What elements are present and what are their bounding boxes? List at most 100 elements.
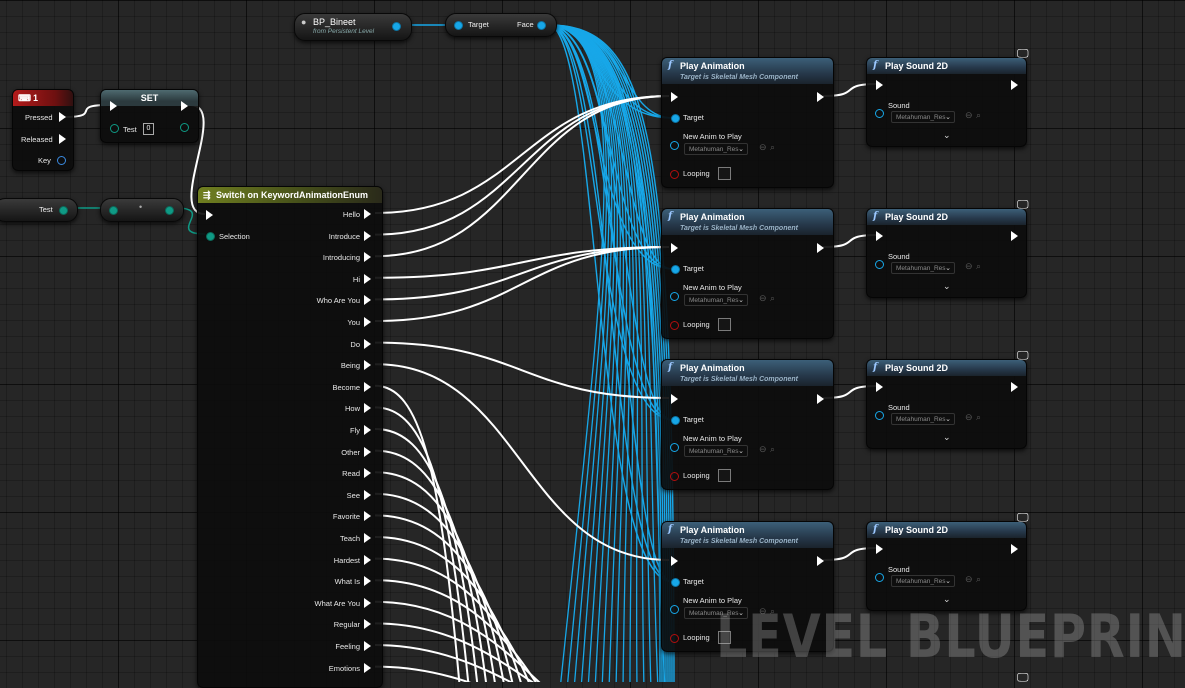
switch-output-exec-pin[interactable]: [364, 446, 371, 457]
set-exec-in-pin[interactable]: [110, 101, 117, 111]
looping-pin[interactable]: [670, 634, 679, 643]
use-asset-icon[interactable]: ⊖: [759, 293, 767, 303]
use-asset-icon[interactable]: ⊖: [759, 444, 767, 454]
play-animation-target-pin[interactable]: [671, 114, 680, 123]
switch-output-exec-pin[interactable]: [364, 403, 371, 414]
keyboard-event-node[interactable]: ⌨ 1 Pressed Released Key: [12, 89, 74, 171]
browse-asset-icon[interactable]: ⌕: [770, 293, 776, 303]
test-getter-output-pin[interactable]: [59, 206, 68, 215]
switch-exec-in-pin[interactable]: [206, 210, 213, 220]
browse-asset-icon[interactable]: ⌕: [976, 574, 982, 584]
play-animation-exec-out[interactable]: [817, 92, 824, 102]
bp-bineet-output-pin[interactable]: [392, 22, 401, 31]
pressed-exec-pin[interactable]: [59, 112, 66, 122]
looping-checkbox[interactable]: [718, 469, 731, 482]
play-animation-exec-in[interactable]: [671, 394, 678, 404]
play-sound-exec-out[interactable]: [1011, 80, 1018, 90]
browse-asset-icon[interactable]: ⌕: [976, 412, 982, 422]
play-animation-anim-pin[interactable]: [670, 443, 679, 452]
switch-output-exec-pin[interactable]: [364, 425, 371, 435]
sound-pin[interactable]: [875, 573, 884, 582]
looping-pin[interactable]: [670, 321, 679, 330]
switch-output-exec-pin[interactable]: [364, 489, 371, 500]
use-asset-icon[interactable]: ⊖: [965, 261, 973, 271]
play-sound-exec-out[interactable]: [1011, 544, 1018, 554]
anim-asset-dropdown[interactable]: Metahuman_Res ⌄: [684, 607, 748, 619]
switch-output-exec-pin[interactable]: [364, 511, 371, 522]
switch-on-enum-node[interactable]: ⇶ Switch on KeywordAnimationEnum Selecti…: [197, 186, 383, 688]
expand-chevron-icon[interactable]: ⌄: [943, 432, 951, 442]
sound-asset-dropdown[interactable]: Metahuman_Res ⌄: [891, 262, 955, 274]
play-animation-exec-out[interactable]: [817, 394, 824, 404]
play-animation-exec-out[interactable]: [817, 243, 824, 253]
byte-to-enum-node[interactable]: •: [100, 198, 184, 222]
use-asset-icon[interactable]: ⊖: [965, 110, 973, 120]
set-test-node[interactable]: SET Test 0: [100, 89, 199, 143]
key-pin[interactable]: [57, 156, 66, 165]
bp-bineet-node[interactable]: ● BP_Bineet from Persistent Level: [294, 13, 412, 41]
play-animation-anim-pin[interactable]: [670, 141, 679, 150]
use-asset-icon[interactable]: ⊖: [965, 574, 973, 584]
play-animation-target-pin[interactable]: [671, 416, 680, 425]
browse-asset-icon[interactable]: ⌕: [770, 606, 776, 616]
looping-pin[interactable]: [670, 170, 679, 179]
play-animation-anim-pin[interactable]: [670, 292, 679, 301]
get-face-node[interactable]: Target Face: [445, 13, 557, 37]
switch-output-exec-pin[interactable]: [364, 252, 371, 263]
set-exec-out-pin[interactable]: [181, 101, 188, 111]
switch-output-exec-pin[interactable]: [364, 641, 371, 651]
switch-output-exec-pin[interactable]: [364, 662, 371, 673]
play-sound-exec-in[interactable]: [876, 231, 883, 241]
switch-output-exec-pin[interactable]: [364, 295, 371, 306]
switch-output-exec-pin[interactable]: [364, 273, 371, 284]
expand-chevron-icon[interactable]: ⌄: [943, 130, 951, 140]
browse-asset-icon[interactable]: ⌕: [976, 261, 982, 271]
play-animation-exec-in[interactable]: [671, 92, 678, 102]
switch-output-exec-pin[interactable]: [364, 533, 371, 543]
play-animation-node[interactable]: f Play Animation Target is Skeletal Mesh…: [661, 57, 834, 188]
play-sound-exec-in[interactable]: [876, 80, 883, 90]
sound-asset-dropdown[interactable]: Metahuman_Res ⌄: [891, 413, 955, 425]
switch-output-exec-pin[interactable]: [364, 597, 371, 608]
switch-output-exec-pin[interactable]: [364, 360, 371, 371]
browse-asset-icon[interactable]: ⌕: [770, 142, 776, 152]
sound-pin[interactable]: [875, 260, 884, 269]
play-sound-exec-in[interactable]: [876, 544, 883, 554]
play-sound-2d-node[interactable]: f Play Sound 2D Sound Metahuman_Res ⌄ ⊖ …: [866, 57, 1027, 147]
looping-pin[interactable]: [670, 472, 679, 481]
set-test-in-pin[interactable]: [110, 124, 119, 133]
play-animation-exec-out[interactable]: [817, 556, 824, 566]
play-animation-exec-in[interactable]: [671, 243, 678, 253]
play-animation-node[interactable]: f Play Animation Target is Skeletal Mesh…: [661, 359, 834, 490]
get-face-target-pin[interactable]: [454, 21, 463, 30]
sound-pin[interactable]: [875, 109, 884, 118]
set-test-value[interactable]: 0: [143, 123, 154, 135]
play-animation-target-pin[interactable]: [671, 265, 680, 274]
play-sound-exec-out[interactable]: [1011, 382, 1018, 392]
looping-checkbox[interactable]: [718, 167, 731, 180]
switch-output-exec-pin[interactable]: [364, 230, 371, 241]
play-animation-exec-in[interactable]: [671, 556, 678, 566]
get-face-output-pin[interactable]: [537, 21, 546, 30]
browse-asset-icon[interactable]: ⌕: [770, 444, 776, 454]
play-animation-node[interactable]: f Play Animation Target is Skeletal Mesh…: [661, 521, 834, 652]
play-sound-exec-in[interactable]: [876, 382, 883, 392]
anim-asset-dropdown[interactable]: Metahuman_Res ⌄: [684, 294, 748, 306]
expand-chevron-icon[interactable]: ⌄: [943, 594, 951, 604]
set-test-out-pin[interactable]: [180, 123, 189, 132]
play-sound-exec-out[interactable]: [1011, 231, 1018, 241]
anim-asset-dropdown[interactable]: Metahuman_Res ⌄: [684, 143, 748, 155]
switch-output-exec-pin[interactable]: [364, 554, 371, 565]
conversion-output-pin[interactable]: [165, 206, 174, 215]
looping-checkbox[interactable]: [718, 631, 731, 644]
use-asset-icon[interactable]: ⊖: [759, 142, 767, 152]
switch-output-exec-pin[interactable]: [364, 317, 371, 327]
expand-chevron-icon[interactable]: ⌄: [943, 281, 951, 291]
switch-output-exec-pin[interactable]: [364, 576, 371, 587]
play-sound-2d-node[interactable]: f Play Sound 2D Sound Metahuman_Res ⌄ ⊖ …: [866, 521, 1027, 611]
switch-output-exec-pin[interactable]: [364, 209, 371, 219]
sound-asset-dropdown[interactable]: Metahuman_Res ⌄: [891, 575, 955, 587]
play-animation-target-pin[interactable]: [671, 578, 680, 587]
play-sound-2d-node[interactable]: f Play Sound 2D Sound Metahuman_Res ⌄ ⊖ …: [866, 359, 1027, 449]
anim-asset-dropdown[interactable]: Metahuman_Res ⌄: [684, 445, 748, 457]
